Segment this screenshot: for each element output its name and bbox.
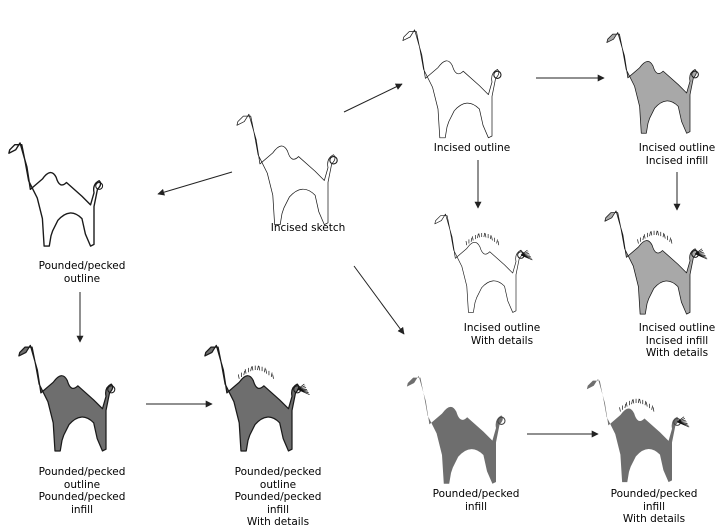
arrow-sketch-to-pounded-infill <box>354 266 404 334</box>
label-line: Pounded/pecked <box>406 488 546 501</box>
detail-hair-marks <box>466 233 532 260</box>
label-line: With details <box>584 513 717 526</box>
camel-incised-outline-infill-details <box>605 211 707 314</box>
label-line: Incised outline <box>607 322 717 335</box>
label-line: Incised infill <box>607 335 717 348</box>
label-line: outline <box>12 479 152 492</box>
label-line: Pounded/pecked <box>12 466 152 479</box>
label-incised-outline-infill: Incised outline Incised infill <box>607 142 717 167</box>
tail-curl <box>494 71 501 78</box>
label-line: Incised outline <box>402 142 542 155</box>
label-line: infill <box>12 504 152 517</box>
label-incised-outline-infill-details: Incised outline Incised infill With deta… <box>607 322 717 360</box>
label-line: Pounded/pecked <box>12 491 152 504</box>
label-line: infill <box>208 504 348 517</box>
label-pounded-infill-details: Pounded/pecked infill With details <box>584 488 717 526</box>
label-line: Incised outline <box>432 322 572 335</box>
arrow-sketch-to-incised-outline <box>344 84 402 112</box>
label-line: Pounded/pecked <box>208 466 348 479</box>
label-line: With details <box>432 335 572 348</box>
label-line: infill <box>406 501 546 514</box>
camel-pounded-outline-infill-details <box>205 345 310 451</box>
label-incised-outline-details: Incised outline With details <box>432 322 572 347</box>
label-pounded-infill: Pounded/pecked infill <box>406 488 546 513</box>
label-incised-sketch: Incised sketch <box>238 222 378 235</box>
camel-pounded-infill-details <box>587 379 689 482</box>
label-pounded-outline-infill: Pounded/pecked outline Pounded/pecked in… <box>12 466 152 516</box>
camel-pounded-outline-infill <box>19 345 115 451</box>
label-line: infill <box>584 501 717 514</box>
label-pounded-outline: Pounded/pecked outline <box>12 260 152 285</box>
label-line: outline <box>12 273 152 286</box>
camel-incised-sketch <box>237 114 337 224</box>
label-pounded-outline-infill-details: Pounded/pecked outline Pounded/pecked in… <box>208 466 348 529</box>
label-line: Pounded/pecked <box>584 488 717 501</box>
tail-curl <box>330 157 337 164</box>
camel-incised-outline <box>403 30 501 138</box>
arrow-sketch-to-pounded-outline <box>158 172 232 194</box>
camel-incised-outline-details <box>435 214 533 312</box>
label-line: With details <box>208 516 348 529</box>
camel-pounded-infill <box>407 376 505 484</box>
label-line: outline <box>208 479 348 492</box>
label-line: Incised sketch <box>238 222 378 235</box>
label-line: Pounded/pecked <box>12 260 152 273</box>
label-line: With details <box>607 347 717 360</box>
label-line: Pounded/pecked <box>208 491 348 504</box>
label-line: Incised infill <box>607 155 717 168</box>
camel-pounded-outline <box>9 143 103 246</box>
camel-incised-outline-infill <box>607 32 699 133</box>
label-incised-outline: Incised outline <box>402 142 542 155</box>
label-line: Incised outline <box>607 142 717 155</box>
